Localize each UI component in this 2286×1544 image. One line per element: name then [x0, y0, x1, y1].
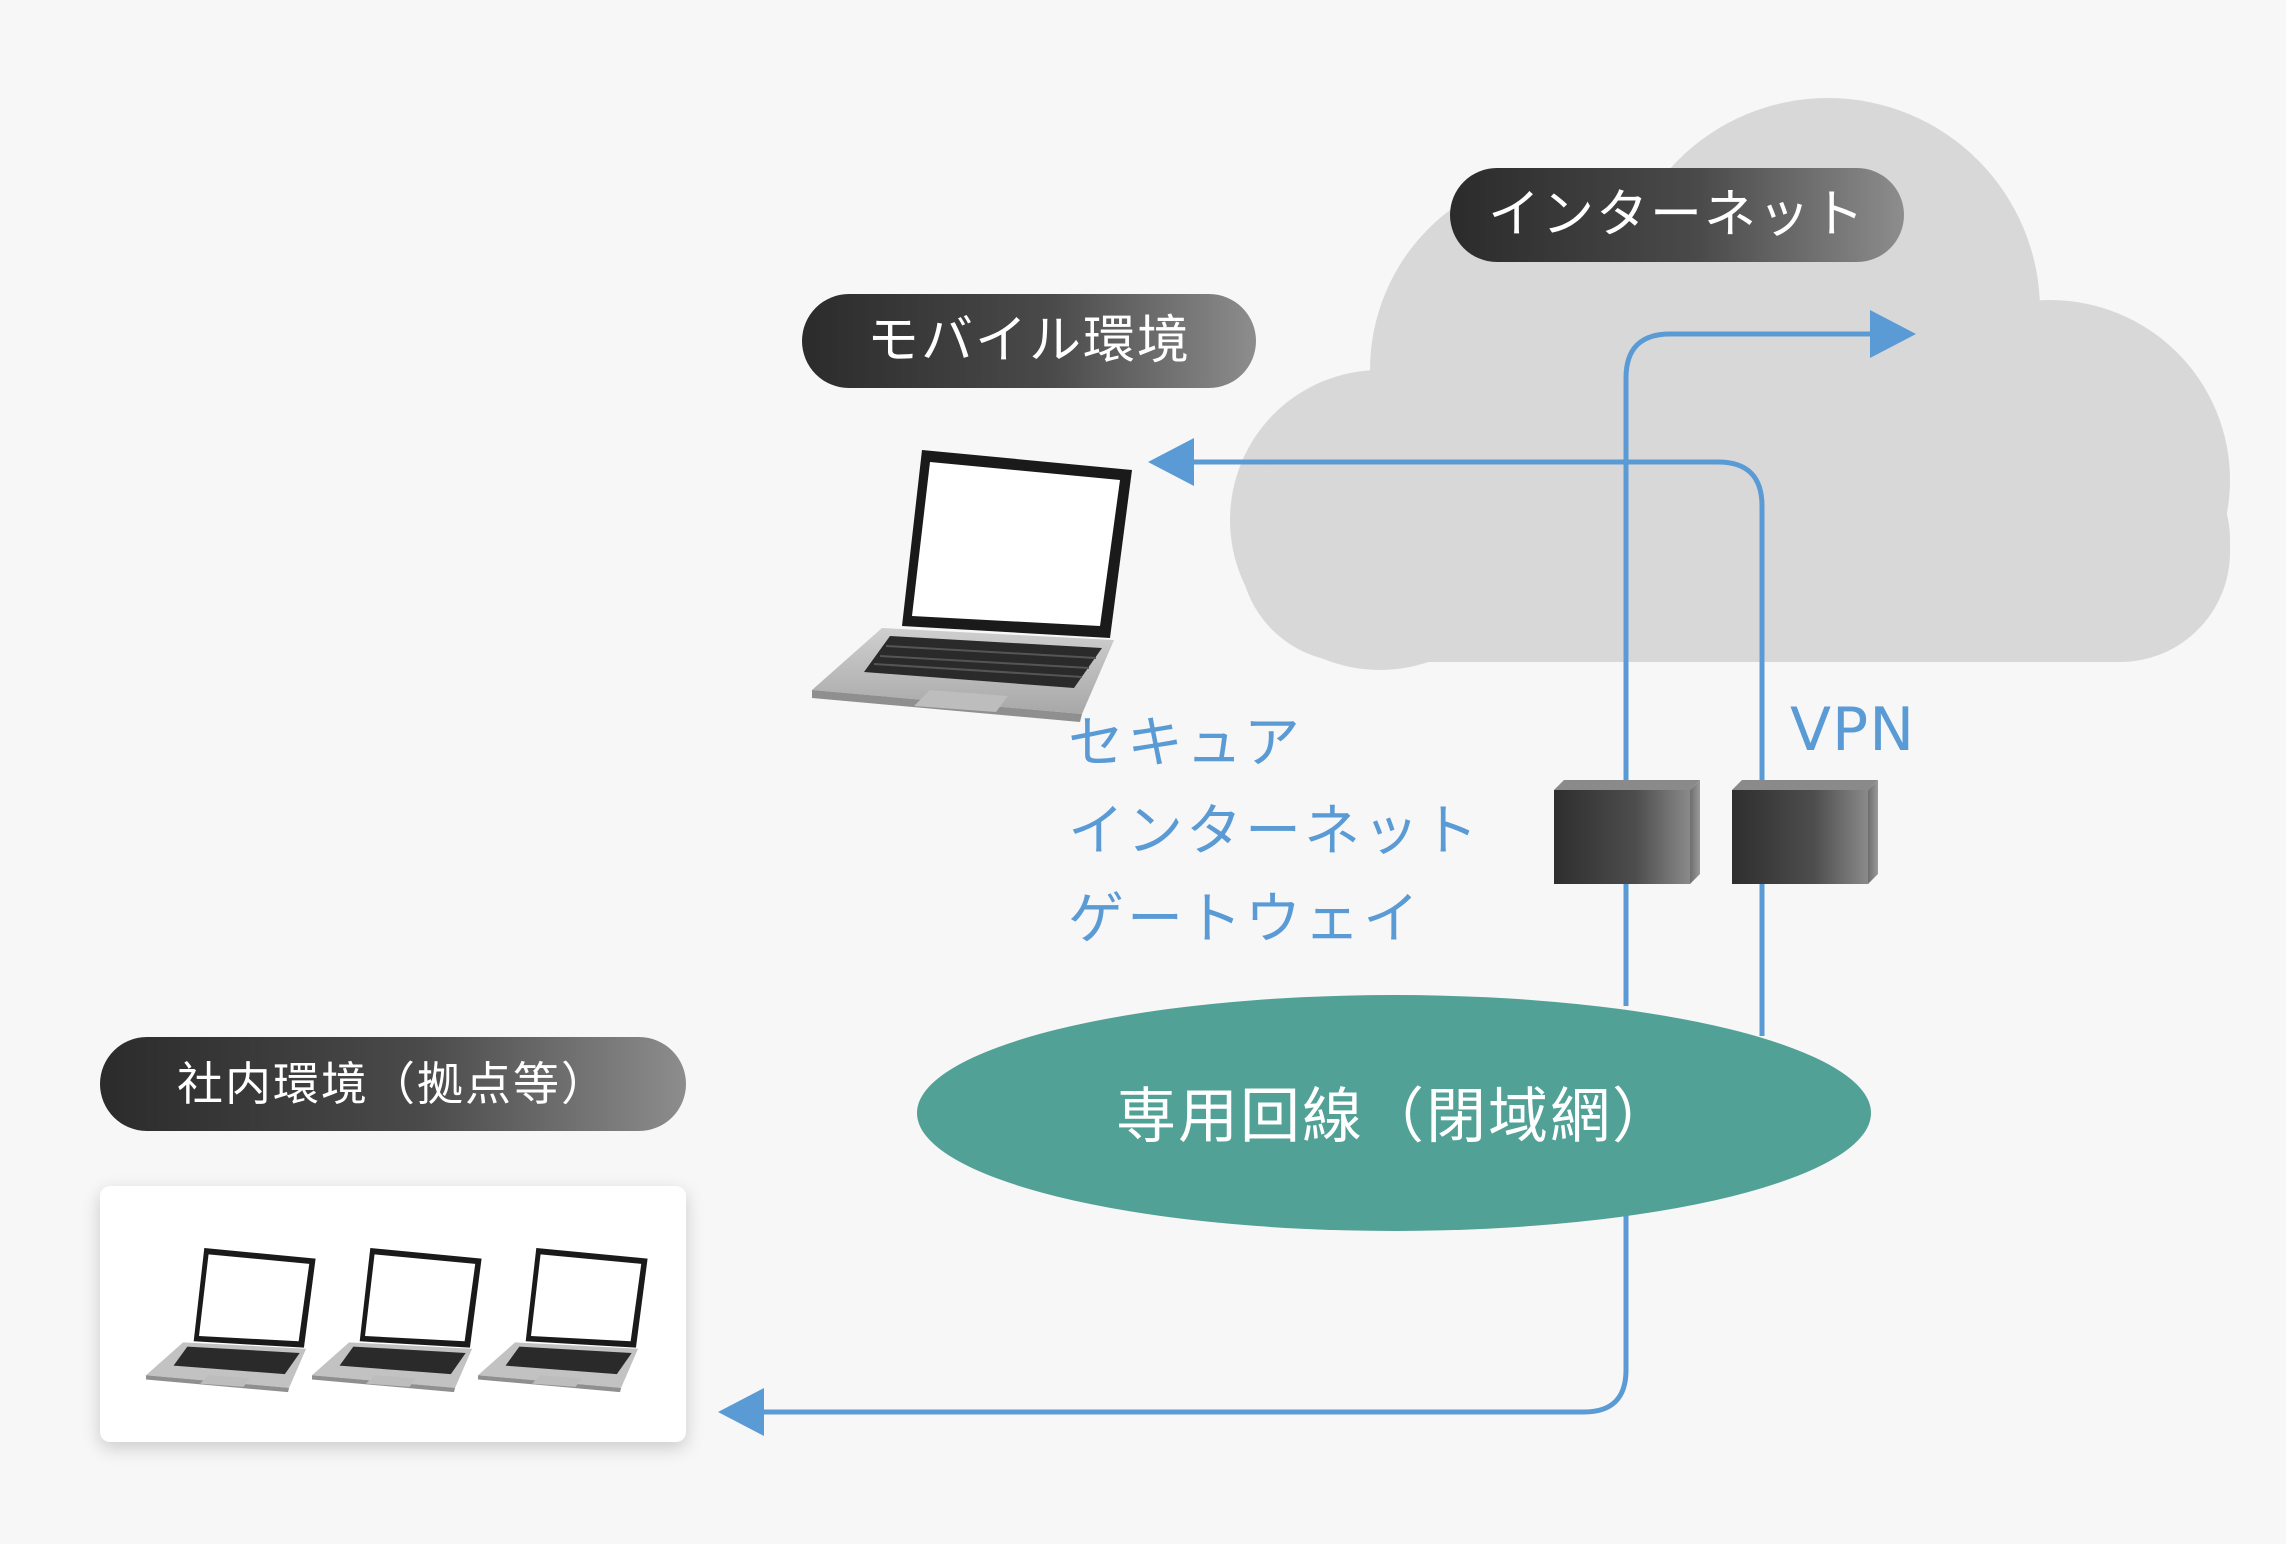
cloud-icon — [1230, 98, 2230, 670]
secure-gateway-label: セキュア インターネット ゲートウェイ — [1068, 700, 1481, 964]
line-to-office — [752, 1200, 1629, 1415]
vpn-appliance-icon — [1732, 780, 1878, 884]
arrowhead-office — [718, 1388, 764, 1436]
gateway-label-line-3: ゲートウェイ — [1068, 887, 1422, 952]
internet-label: インターネット — [1450, 168, 1904, 262]
arrowhead-internet — [1870, 310, 1916, 358]
line-to-internet — [1623, 331, 1880, 1006]
vpn-label: VPN — [1790, 695, 1916, 765]
gateway-appliance-icon — [1554, 780, 1700, 884]
closed-network-label: 専用回線（閉域網） — [1116, 1082, 1674, 1152]
gateway-label-line-2: インターネット — [1068, 799, 1481, 864]
mobile-environment-label: モバイル環境 — [802, 294, 1256, 388]
laptop-icon — [146, 1248, 316, 1393]
office-device-panel — [100, 1186, 686, 1442]
office-environment-label: 社内環境（拠点等） — [100, 1037, 686, 1131]
laptop-icon — [811, 449, 1133, 723]
arrowhead-mobile — [1148, 438, 1194, 486]
laptop-icon — [478, 1248, 648, 1393]
closed-network-ellipse — [917, 995, 1871, 1231]
connection-lines — [752, 331, 1880, 1415]
line-to-mobile — [1180, 459, 1765, 1036]
laptop-icon — [312, 1248, 482, 1393]
gateway-label-line-1: セキュア — [1068, 711, 1303, 776]
